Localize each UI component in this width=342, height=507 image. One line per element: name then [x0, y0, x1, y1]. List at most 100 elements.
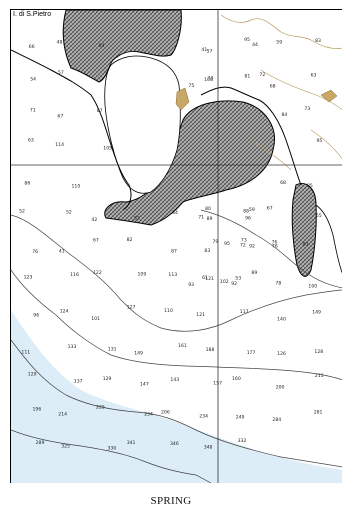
map-caption: SPRING — [150, 495, 192, 507]
depth-sounding: 82 — [127, 237, 133, 243]
depth-sounding: 57 — [207, 48, 213, 54]
depth-sounding: 52 — [19, 208, 25, 214]
depth-sounding: 129 — [103, 376, 112, 382]
depth-sounding: 281 — [314, 410, 323, 416]
depth-sounding: 147 — [140, 382, 149, 388]
shallow-water-band — [11, 390, 221, 483]
eastern-coast — [200, 86, 302, 186]
depth-sounding: 44 — [252, 42, 258, 48]
depth-sounding: 123 — [24, 274, 33, 280]
depth-sounding: 74 — [207, 76, 213, 82]
depth-sounding: 68 — [280, 180, 286, 186]
depth-sounding: 225 — [96, 404, 105, 410]
depth-sounding: 110 — [164, 308, 173, 314]
depth-sounding: 284 — [272, 417, 281, 423]
depth-sounding: 71 — [198, 214, 204, 220]
depth-sounding: 143 — [170, 377, 179, 383]
depth-sounding: 96 — [245, 215, 251, 221]
depth-sounding: 84 — [282, 112, 288, 118]
eastern-coast-2 — [315, 204, 342, 274]
depth-sounding: 137 — [74, 378, 83, 384]
depth-sounding: 332 — [238, 438, 247, 444]
depth-sounding: 341 — [127, 440, 136, 446]
depth-sounding: 76 — [32, 249, 38, 255]
depth-sounding: 160 — [232, 376, 241, 382]
depth-sounding: 206 — [161, 410, 170, 416]
depth-sounding: 41 — [201, 47, 207, 53]
depth-sounding: 325 — [61, 443, 70, 449]
island-north-land — [104, 55, 181, 194]
depth-sounding: 113 — [168, 272, 177, 278]
depth-sounding: 89 — [251, 270, 257, 276]
depth-sounding: 330 — [108, 446, 117, 452]
depth-sounding: 110 — [72, 183, 81, 189]
depth-sounding: 105 — [103, 145, 112, 151]
depth-sounding: 95 — [244, 37, 250, 43]
depth-sounding: 289 — [36, 440, 45, 446]
depth-sounding: 200 — [276, 385, 285, 391]
depth-sounding: 63 — [311, 73, 317, 79]
depth-sounding: 102 — [220, 279, 229, 285]
depth-sounding: 83 — [315, 38, 321, 44]
depth-sounding: 116 — [70, 272, 79, 278]
depth-sounding: 96 — [33, 313, 39, 319]
depth-sounding: 73 — [241, 238, 247, 244]
depth-sounding: 249 — [236, 414, 245, 420]
depth-sounding: 87 — [171, 248, 177, 254]
depth-sounding: 67 — [57, 114, 63, 120]
depth-sounding: 348 — [204, 445, 213, 451]
depth-sounding: 93 — [188, 282, 194, 288]
depth-sounding: 129 — [28, 372, 37, 378]
depth-sounding: 72 — [259, 72, 265, 78]
depth-sounding: 88 — [243, 209, 249, 215]
depth-sounding: 83 — [204, 248, 210, 254]
depth-sounding: 80 — [205, 206, 211, 212]
depth-sounding: 128 — [314, 349, 323, 355]
depth-sounding: 57 — [58, 70, 64, 76]
depth-contour-2 — [11, 269, 342, 381]
depth-sounding: 89 — [207, 216, 213, 222]
depth-sounding: 109 — [138, 271, 147, 277]
depth-sounding: 67 — [93, 237, 99, 243]
depth-sounding: 76 — [272, 244, 278, 250]
depth-sounding: 149 — [312, 310, 321, 316]
sand-patch — [175, 87, 190, 111]
depth-sounding: 85 — [307, 183, 313, 189]
depth-sounding: 177 — [247, 350, 256, 356]
distant-coastline-2 — [250, 69, 342, 171]
depth-sounding: 234 — [144, 411, 153, 417]
depth-sounding: 114 — [55, 142, 64, 148]
depth-sounding: 68 — [270, 83, 276, 89]
depth-sounding: 78 — [275, 281, 281, 287]
depth-sounding: 100 — [308, 283, 317, 289]
depth-sounding: 111 — [21, 350, 30, 356]
depth-sounding: 52 — [134, 216, 140, 222]
island-north — [62, 10, 182, 83]
depth-sounding: 214 — [58, 412, 67, 418]
depth-sounding: 95 — [317, 138, 323, 144]
depth-sounding: 121 — [205, 276, 214, 282]
depth-sounding: 234 — [199, 413, 208, 419]
depth-sounding: 188 — [206, 347, 215, 353]
depth-sounding: 92 — [249, 243, 255, 249]
mainland-coast — [11, 49, 132, 211]
depth-sounding: 157 — [213, 381, 222, 387]
depth-sounding: 54 — [30, 76, 36, 82]
depth-sounding: 140 — [277, 316, 286, 322]
depth-contour-4 — [11, 429, 212, 483]
depth-contour-5 — [200, 209, 342, 289]
depth-sounding: 122 — [93, 270, 102, 276]
depth-sounding: 126 — [277, 351, 286, 357]
depth-sounding: 161 — [178, 343, 187, 349]
depth-sounding: 59 — [249, 207, 255, 213]
depth-sounding: 133 — [68, 344, 77, 350]
place-label: I. di S.Pietro — [12, 10, 53, 19]
depth-sounding: 61 — [202, 275, 208, 281]
depth-sounding: 101 — [91, 316, 100, 322]
depth-sounding: 41 — [59, 248, 65, 254]
depth-sounding: 149 — [134, 351, 143, 357]
depth-sounding: 86 — [24, 181, 30, 187]
